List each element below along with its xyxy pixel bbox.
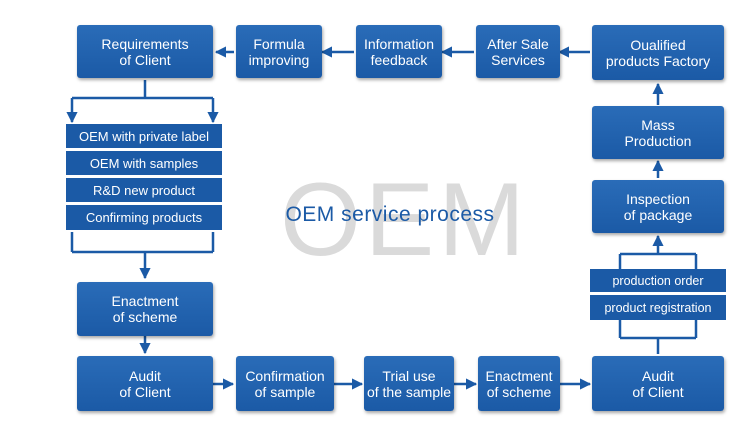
formula-improving-box: Formula improving [236,25,322,78]
watermark-text: OEM [280,162,529,278]
after-sale-services-box: After Sale Services [476,25,560,78]
option-confirming-products: Confirming products [66,205,222,230]
requirements-of-client-box: Requirements of Client [77,25,213,78]
option-rd-new-product: R&D new product [66,178,222,202]
audit-of-client-right-box: Audit of Client [592,356,724,411]
confirmation-of-sample-box: Confirmation of sample [236,356,334,411]
mass-production-box: Mass Production [592,106,724,159]
option-private-label: OEM with private label [66,124,222,148]
production-order-strip: production order [590,269,726,292]
inspection-of-package-box: Inspection of package [592,180,724,233]
information-feedback-box: Information feedback [356,25,442,78]
enactment-of-scheme-bottom-box: Enactment of scheme [478,356,560,411]
audit-of-client-left-box: Audit of Client [77,356,213,411]
product-registration-strip: product registration [590,295,726,320]
trial-use-of-sample-box: Trial use of the sample [364,356,454,411]
option-with-samples: OEM with samples [66,151,222,175]
diagram-title: OEM service process [285,203,495,226]
qualified-products-factory-box: Oualified products Factory [592,25,724,80]
enactment-of-scheme-left-box: Enactment of scheme [77,282,213,336]
